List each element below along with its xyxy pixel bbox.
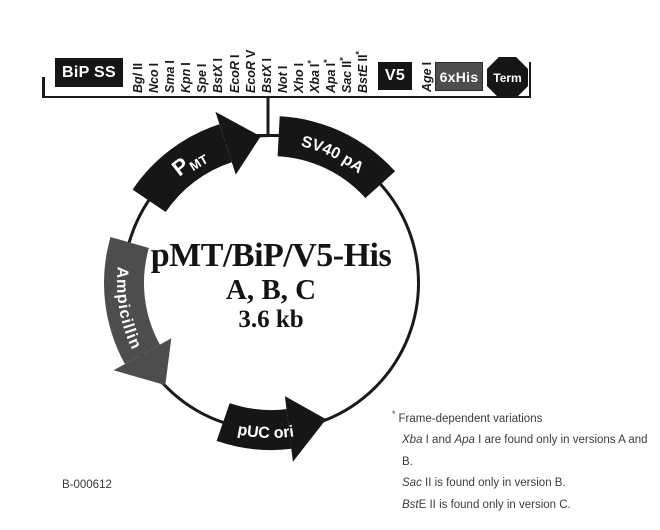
- plasmid-title: pMT/BiP/V5-His: [150, 237, 392, 274]
- v5-label: V5: [384, 67, 406, 84]
- bracket-line: [42, 95, 531, 98]
- v5-epitope-box: V5: [378, 62, 412, 90]
- ampicillin-arrowhead: [113, 338, 172, 386]
- footnote-line: Xba I and Apa I are found only in versio…: [402, 434, 648, 468]
- plasmid-center-text: pMT/BiP/V5-His A, B, C 3.6 kb: [121, 238, 421, 334]
- bracket-left-tick: [42, 77, 45, 98]
- bip-ss-label: BiP SS: [62, 63, 116, 81]
- sv40-pa-band: [277, 116, 396, 198]
- plasmid-size: 3.6 kb: [238, 306, 304, 333]
- plasmid-versions: A, B, C: [225, 274, 317, 306]
- footnote-line: Sac II is found only in version B.: [402, 477, 566, 490]
- bracket-right-tick: [528, 62, 531, 98]
- pmt-promoter-arrow-band: [132, 124, 232, 212]
- puc-ori-arrow-band: [216, 403, 292, 451]
- mcs-site-label: BstEII*: [354, 51, 371, 93]
- his6-label: 6xHis: [439, 68, 479, 85]
- ampicillin-arrow-band: [104, 237, 160, 364]
- his6-tag-box: 6xHis: [435, 62, 483, 91]
- footnote: *Frame-dependent variations Xba I and Ap…: [392, 404, 654, 516]
- puc-ori-label: pUC ori: [236, 422, 295, 443]
- footnote-line: BstE II is found only in version C.: [402, 498, 571, 511]
- age-site-label: AgeI: [420, 61, 434, 92]
- footnote-heading: *Frame-dependent variations: [392, 409, 543, 425]
- terminator-label: Term: [493, 70, 522, 85]
- puc-ori-arrowhead: [284, 396, 327, 462]
- bip-ss-box: BiP SS: [55, 58, 123, 87]
- terminator-stop-octagon: Term: [487, 57, 528, 98]
- document-number: B-000612: [62, 479, 112, 491]
- pmt-promoter-arrowhead: [215, 111, 261, 175]
